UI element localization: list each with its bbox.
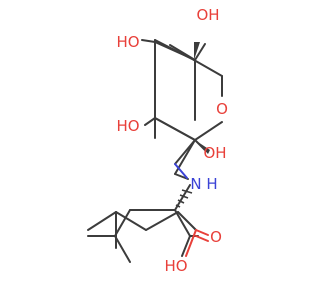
bond-ch-me2 [114, 235, 131, 263]
chain-c1-ch2 [174, 139, 196, 165]
bond-c-oh [181, 235, 191, 257]
acid-o-label: O [210, 228, 222, 246]
acid-oh-label: HO [164, 257, 187, 275]
ring-c1-o [194, 121, 223, 141]
chain-ch2-n [174, 163, 188, 179]
wedge-c5-oh [194, 42, 200, 60]
wedge-c1-oh [195, 140, 210, 154]
chain-c-oh [185, 229, 197, 257]
chain-c-o-double-b [195, 235, 209, 242]
skeleton [154, 39, 223, 141]
chain-cbeta-cgamma [115, 211, 147, 231]
amine-n-label: N [190, 175, 201, 193]
structure-diagram: OH HO HO O OH H N O HO [87, 6, 228, 275]
bond-c2-oh [144, 117, 156, 126]
oh-c2-label: OH [203, 144, 226, 162]
ring-c6-c5 [193, 59, 223, 77]
ring-c2-c1 [154, 117, 196, 141]
ho-c4-label: HO [116, 33, 139, 51]
chain-ca-c [177, 211, 197, 231]
chain-c-o-double-a [195, 229, 209, 236]
bond-ca-cooh [174, 209, 191, 237]
bond-c5-oh [194, 43, 206, 61]
amine-h-label: H [206, 175, 217, 193]
ho-c3-label: HO [116, 117, 139, 135]
bond-c3-oh [141, 39, 156, 43]
chain-cgamma-me1 [87, 211, 117, 231]
oh-c5-label: OH [196, 6, 219, 24]
hash-ca-n [175, 189, 193, 208]
chain [87, 139, 209, 257]
bond-ch2-ch [114, 209, 131, 237]
ring-c5-c4 [154, 39, 195, 61]
chain-ca-cbeta [145, 211, 179, 231]
ring-oxygen-label: O [216, 100, 228, 118]
